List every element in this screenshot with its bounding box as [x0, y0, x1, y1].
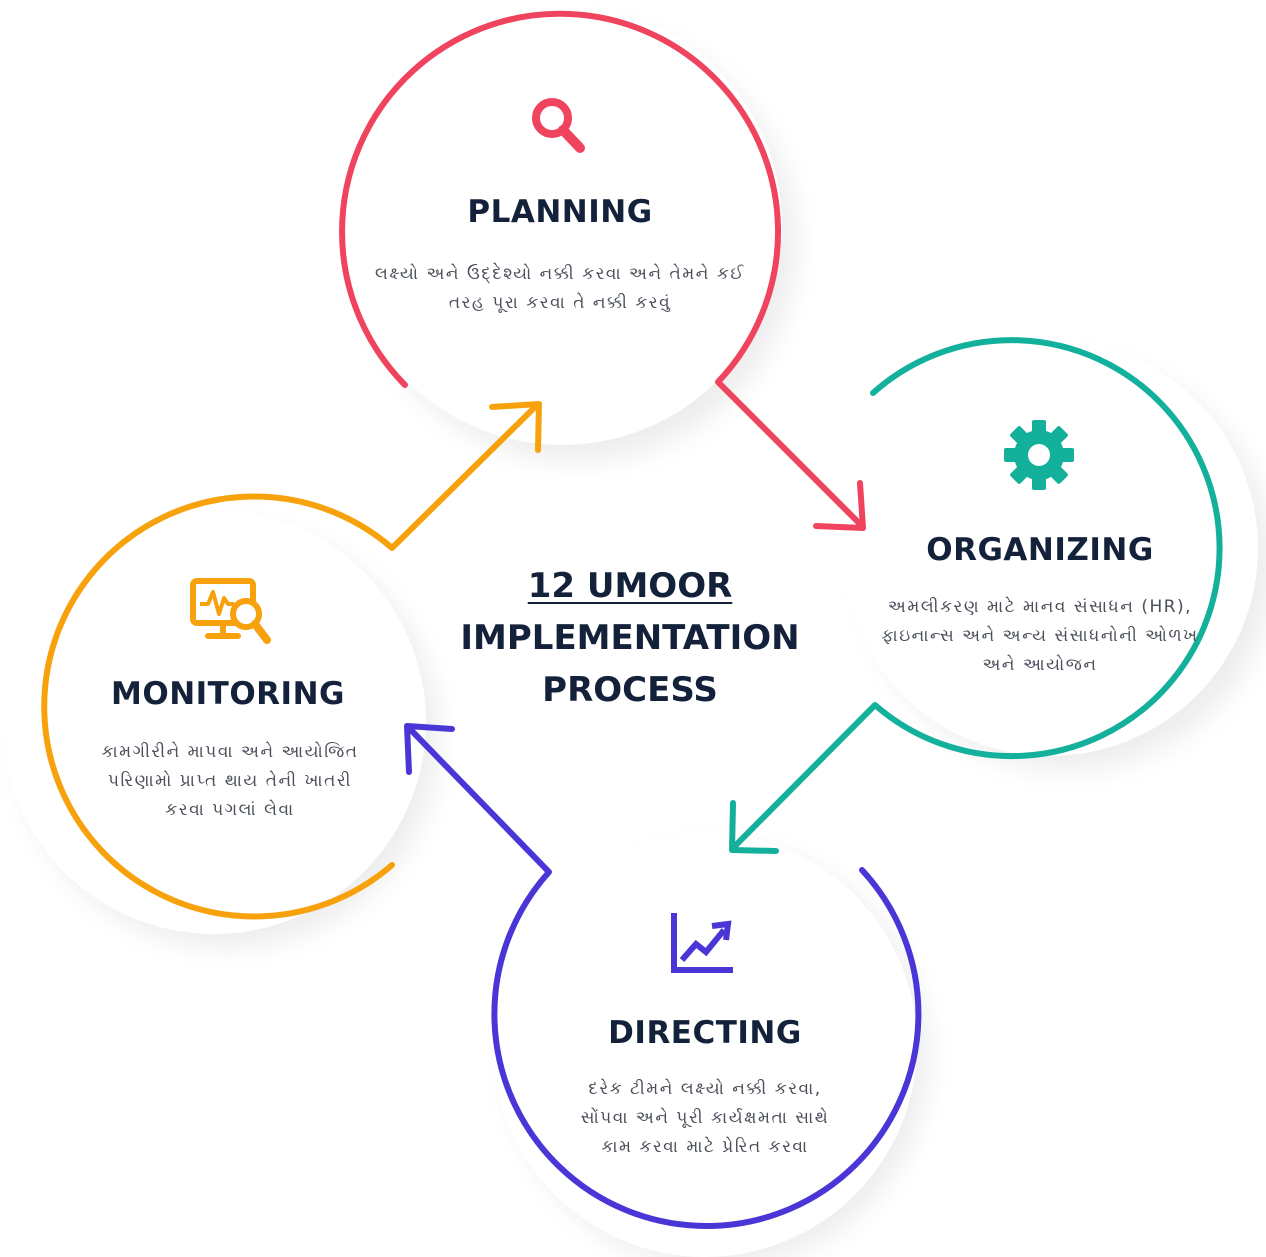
planning-description: લક્ષ્યો અને ઉદ્દેશ્યો નક્કી કરવા અને તેમ…: [340, 260, 780, 318]
organizing-description: અમલીકરણ માટે માનવ સંસાધન (HR), ફાઇનાન્સ …: [850, 593, 1230, 680]
directing-title: DIRECTING: [608, 1015, 802, 1051]
monitoring-desc-line-1: કામગીરીને માપવા અને આયોજિત: [101, 742, 359, 762]
directing-description: દરેક ટીમને લક્ષ્યો નક્કી કરવા, સોંપવા અન…: [520, 1075, 890, 1162]
center-title-line-2: IMPLEMENTATION: [460, 618, 800, 658]
monitoring-desc-line-2: પરિણામો પ્રાપ્ત થાય તેની ખાતરી: [107, 771, 353, 791]
card-discs: [2, 5, 1258, 1257]
organizing-arrowhead: [729, 800, 779, 854]
organizing-desc-line-2: ફાઇનાન્સ અને અન્ય સંસાધનોની ઓળખ: [881, 626, 1199, 646]
organizing-desc-line-3: અને આયોજન: [982, 655, 1098, 675]
monitoring-description: કામગીરીને માપવા અને આયોજિત પરિણામો પ્રાપ…: [60, 738, 400, 825]
gear-icon: [1002, 418, 1076, 496]
trend-up-icon: [668, 912, 734, 982]
monitoring-ring: [41, 403, 539, 920]
monitoring-arrowhead: [489, 401, 542, 453]
planning-desc-line-2: તરહ પૂરા કરવા તે નક્કી કરવું: [448, 293, 672, 313]
directing-desc-line-2: સોંપવા અને પૂરી કાર્યક્ષમતા સાથે: [580, 1108, 830, 1128]
organizing-ring: [732, 337, 1223, 849]
directing-ring: [407, 726, 922, 1229]
planning-title: PLANNING: [467, 194, 653, 230]
center-title-line-3: PROCESS: [542, 670, 718, 710]
planning-desc-line-1: લક્ષ્યો અને ઉદ્દેશ્યો નક્કી કરવા અને તેમ…: [375, 264, 745, 284]
directing-arrowhead: [404, 723, 455, 775]
monitoring-title: MONITORING: [111, 676, 345, 712]
organizing-title: ORGANIZING: [926, 532, 1154, 568]
planning-arrowhead: [813, 480, 866, 531]
directing-desc-line-3: કામ કરવા માટે પ્રેરિત કરવા: [601, 1137, 809, 1157]
monitor-search-icon: [188, 576, 274, 654]
search-icon: [526, 92, 590, 160]
center-title: 12 UMOOR IMPLEMENTATION PROCESS: [440, 560, 820, 716]
organizing-desc-line-1: અમલીકરણ માટે માનવ સંસાધન (HR),: [887, 597, 1193, 617]
directing-desc-line-1: દરેક ટીમને લક્ષ્યો નક્કી કરવા,: [588, 1079, 822, 1099]
monitoring-desc-line-3: કરવા પગલાં લેવા: [165, 800, 295, 820]
center-title-line-1: 12 UMOOR: [527, 566, 733, 606]
planning-ring: [339, 10, 863, 527]
